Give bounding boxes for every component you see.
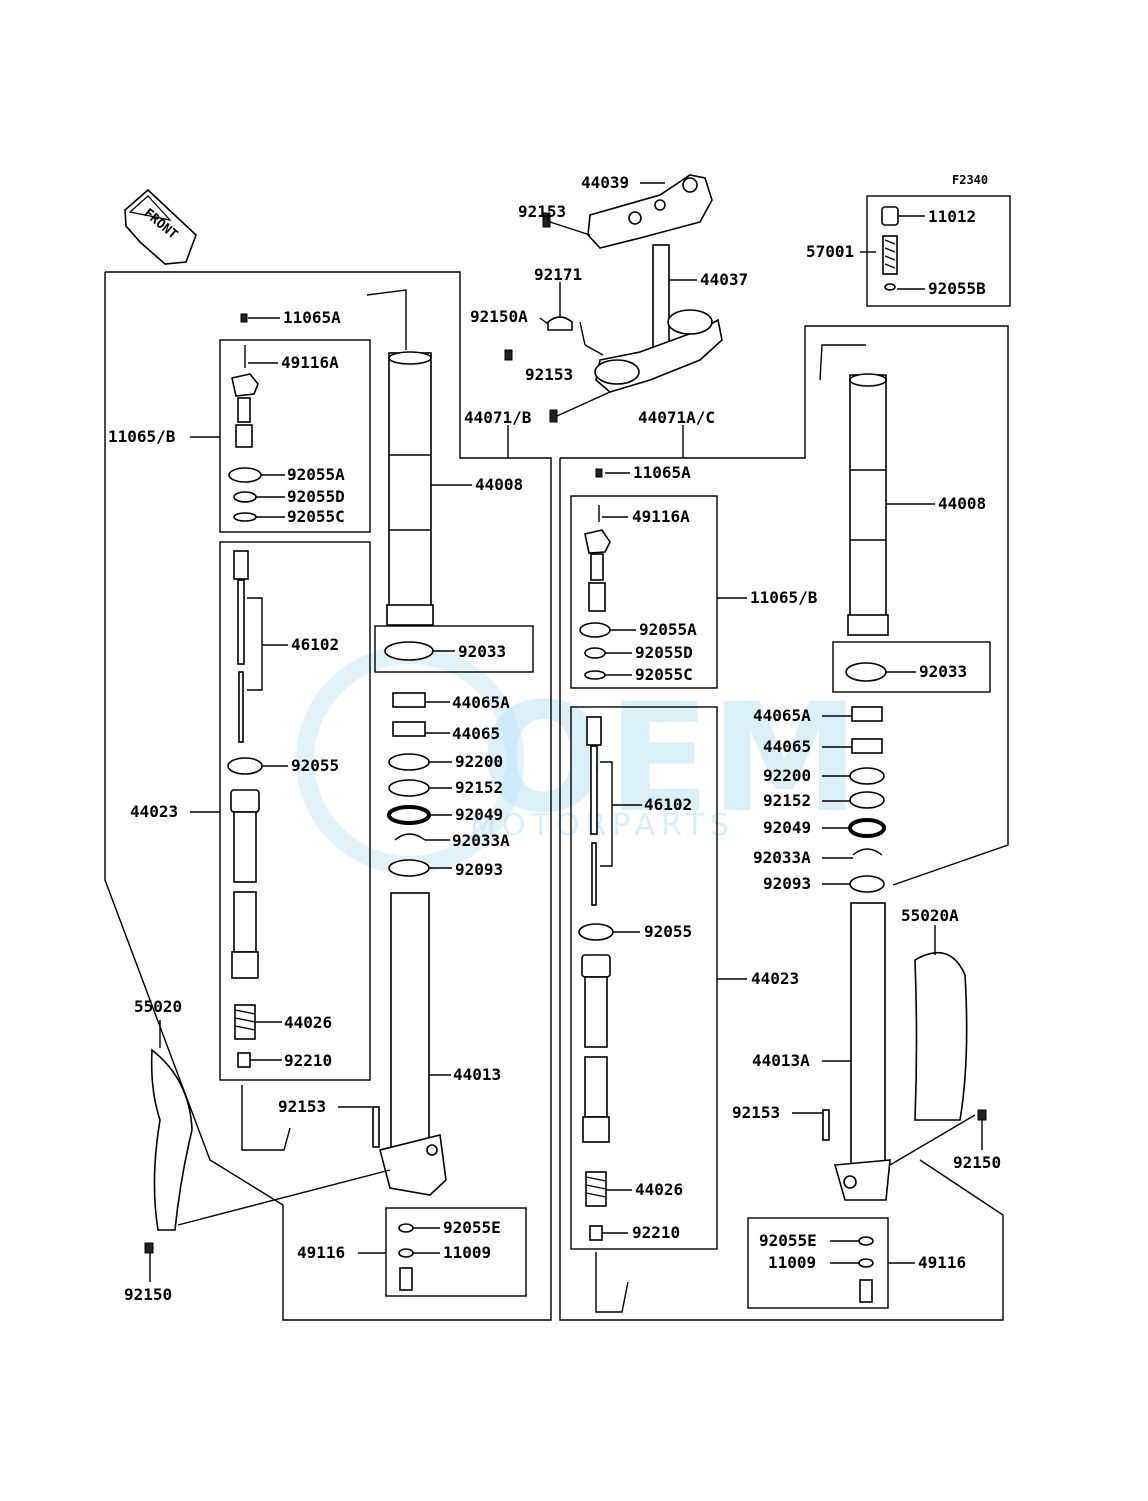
right-outer-tube-44008 bbox=[845, 373, 889, 682]
right-cap-assembly bbox=[579, 468, 611, 680]
right-guard-55020A bbox=[914, 951, 987, 1121]
label-right-11065B[interactable]: 11065/B bbox=[750, 588, 818, 607]
label-right-92055C[interactable]: 92055C bbox=[635, 665, 693, 684]
label-right-44013A[interactable]: 44013A bbox=[752, 1051, 810, 1070]
label-92150A[interactable]: 92150A bbox=[470, 307, 528, 326]
label-right-49116[interactable]: 49116 bbox=[918, 1253, 966, 1272]
label-left-92033[interactable]: 92033 bbox=[458, 642, 506, 661]
label-right-92055D[interactable]: 92055D bbox=[635, 643, 693, 662]
left-guard-55020 bbox=[144, 1048, 193, 1254]
kit-57001 bbox=[881, 206, 899, 291]
label-left-11065A[interactable]: 11065A bbox=[283, 308, 341, 327]
label-right-44065A[interactable]: 44065A bbox=[753, 706, 811, 725]
label-right-49116A[interactable]: 49116A bbox=[632, 507, 690, 526]
label-left-92055A[interactable]: 92055A bbox=[287, 465, 345, 484]
label-right-92200[interactable]: 92200 bbox=[763, 766, 811, 785]
label-right-46102[interactable]: 46102 bbox=[644, 795, 692, 814]
right-damper-44023 bbox=[578, 923, 614, 1241]
left-seal-stack bbox=[384, 641, 434, 877]
label-92153-top[interactable]: 92153 bbox=[518, 202, 566, 221]
steering-stem bbox=[579, 244, 723, 393]
label-left-92055C[interactable]: 92055C bbox=[287, 507, 345, 526]
label-44039[interactable]: 44039 bbox=[581, 173, 629, 192]
label-right-92033A[interactable]: 92033A bbox=[753, 848, 811, 867]
label-left-92210[interactable]: 92210 bbox=[284, 1051, 332, 1070]
label-left-44023[interactable]: 44023 bbox=[130, 802, 178, 821]
label-right-92055[interactable]: 92055 bbox=[644, 922, 692, 941]
label-92153-mid[interactable]: 92153 bbox=[525, 365, 573, 384]
label-right-11065A[interactable]: 11065A bbox=[633, 463, 691, 482]
label-left-11065B[interactable]: 11065/B bbox=[108, 427, 176, 446]
label-left-46102[interactable]: 46102 bbox=[291, 635, 339, 654]
label-44037[interactable]: 44037 bbox=[700, 270, 748, 289]
watermark-main: OEM bbox=[480, 672, 859, 846]
label-right-92210[interactable]: 92210 bbox=[632, 1223, 680, 1242]
label-57001[interactable]: 57001 bbox=[806, 242, 854, 261]
label-left-44065A[interactable]: 44065A bbox=[452, 693, 510, 712]
label-left-92033A[interactable]: 92033A bbox=[452, 831, 510, 850]
right-cartridge-46102 bbox=[586, 716, 602, 906]
label-left-44065[interactable]: 44065 bbox=[452, 724, 500, 743]
front-arrow-icon: FRONT bbox=[124, 188, 197, 265]
watermark-sub: MOTORPARTS bbox=[470, 808, 735, 843]
label-left-44013[interactable]: 44013 bbox=[453, 1065, 501, 1084]
label-left-55020[interactable]: 55020 bbox=[134, 997, 182, 1016]
label-left-92093[interactable]: 92093 bbox=[455, 860, 503, 879]
figure-code: F2340 bbox=[952, 173, 988, 187]
label-right-44023[interactable]: 44023 bbox=[751, 969, 799, 988]
label-92171[interactable]: 92171 bbox=[534, 265, 582, 284]
part-labels: 44039 92153 92171 44037 92150A 92153 440… bbox=[108, 173, 1001, 1304]
label-left-49116A[interactable]: 49116A bbox=[281, 353, 339, 372]
label-left-92055[interactable]: 92055 bbox=[291, 756, 339, 775]
label-right-92033[interactable]: 92033 bbox=[919, 662, 967, 681]
label-left-44026[interactable]: 44026 bbox=[284, 1013, 332, 1032]
label-44071-B[interactable]: 44071/B bbox=[464, 408, 532, 427]
label-left-92200[interactable]: 92200 bbox=[455, 752, 503, 771]
label-right-44026[interactable]: 44026 bbox=[635, 1180, 683, 1199]
label-right-92049[interactable]: 92049 bbox=[763, 818, 811, 837]
label-right-92055E[interactable]: 92055E bbox=[759, 1231, 817, 1250]
label-right-92055A[interactable]: 92055A bbox=[639, 620, 697, 639]
bolts-upper bbox=[504, 212, 611, 423]
label-92055B[interactable]: 92055B bbox=[928, 279, 986, 298]
leader-lines bbox=[149, 182, 983, 1282]
right-inner-tube-44013A bbox=[822, 902, 891, 1201]
upper-triple-clamp bbox=[549, 174, 713, 249]
left-inner-tube-44013 bbox=[372, 892, 447, 1196]
label-left-92055E[interactable]: 92055E bbox=[443, 1218, 501, 1237]
label-left-92150[interactable]: 92150 bbox=[124, 1285, 172, 1304]
label-right-44008[interactable]: 44008 bbox=[938, 494, 986, 513]
label-right-44065[interactable]: 44065 bbox=[763, 737, 811, 756]
label-11012[interactable]: 11012 bbox=[928, 207, 976, 226]
left-bottom-valve bbox=[398, 1223, 414, 1291]
left-outer-tube-44008 bbox=[386, 351, 434, 626]
left-cap-assembly bbox=[228, 313, 262, 522]
left-cartridge-46102 bbox=[233, 550, 249, 743]
right-seal-stack bbox=[848, 706, 886, 893]
label-left-92055D[interactable]: 92055D bbox=[287, 487, 345, 506]
label-left-49116[interactable]: 49116 bbox=[297, 1243, 345, 1262]
label-left-92152[interactable]: 92152 bbox=[455, 778, 503, 797]
label-left-92049[interactable]: 92049 bbox=[455, 805, 503, 824]
label-44071A-C[interactable]: 44071A/C bbox=[638, 408, 715, 427]
assembly-outlines bbox=[104, 195, 1011, 1321]
label-left-92153[interactable]: 92153 bbox=[278, 1097, 326, 1116]
label-left-11009[interactable]: 11009 bbox=[443, 1243, 491, 1262]
label-right-11009[interactable]: 11009 bbox=[768, 1253, 816, 1272]
label-right-92152[interactable]: 92152 bbox=[763, 791, 811, 810]
right-bottom-valve bbox=[858, 1236, 874, 1303]
label-right-55020A[interactable]: 55020A bbox=[901, 906, 959, 925]
label-right-92153[interactable]: 92153 bbox=[732, 1103, 780, 1122]
label-right-92150[interactable]: 92150 bbox=[953, 1153, 1001, 1172]
label-left-44008[interactable]: 44008 bbox=[475, 475, 523, 494]
clamp-92171 bbox=[547, 316, 573, 331]
label-right-92093[interactable]: 92093 bbox=[763, 874, 811, 893]
left-damper-44023 bbox=[227, 757, 263, 1068]
